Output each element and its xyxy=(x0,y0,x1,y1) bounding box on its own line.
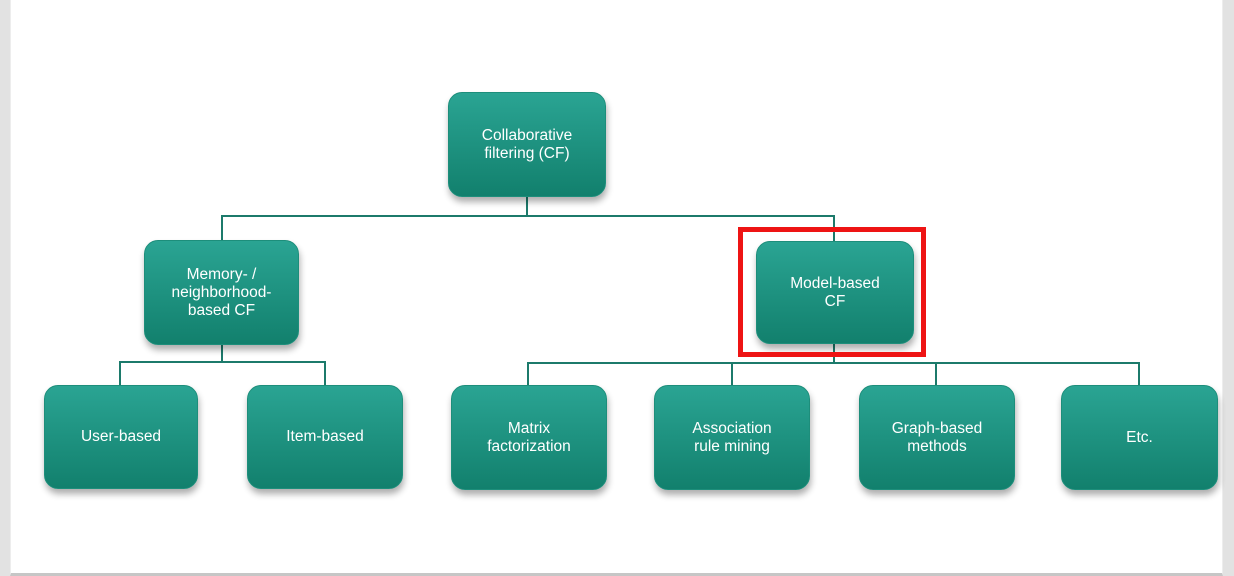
node-model-based-cf: Model-based CF xyxy=(756,241,914,344)
connector-association-drop xyxy=(731,362,733,386)
connector-item-drop xyxy=(324,361,326,386)
node-etc: Etc. xyxy=(1061,385,1218,490)
node-matrix-factorization: Matrix factorization xyxy=(451,385,607,490)
connector-memory-drop xyxy=(221,215,223,241)
node-user-based: User-based xyxy=(44,385,198,489)
connector-root-stem xyxy=(526,197,528,216)
highlight-rectangle xyxy=(738,227,926,357)
node-collaborative-filtering: Collaborative filtering (CF) xyxy=(448,92,606,197)
node-item-based: Item-based xyxy=(247,385,403,489)
slide-canvas: Collaborative filtering (CF) Memory- / n… xyxy=(10,0,1223,576)
connector-memory-stem xyxy=(221,345,223,362)
node-memory-neighborhood-based-cf: Memory- / neighborhood- based CF xyxy=(144,240,299,345)
connector-memory-children-bar xyxy=(119,361,326,363)
node-association-rule-mining: Association rule mining xyxy=(654,385,810,490)
connector-user-drop xyxy=(119,361,121,386)
connector-graph-drop xyxy=(935,362,937,386)
node-graph-based-methods: Graph-based methods xyxy=(859,385,1015,490)
connector-etc-drop xyxy=(1138,362,1140,386)
connector-matrix-drop xyxy=(527,362,529,386)
connector-model-children-bar xyxy=(527,362,1140,364)
connector-level1-bar xyxy=(221,215,835,217)
